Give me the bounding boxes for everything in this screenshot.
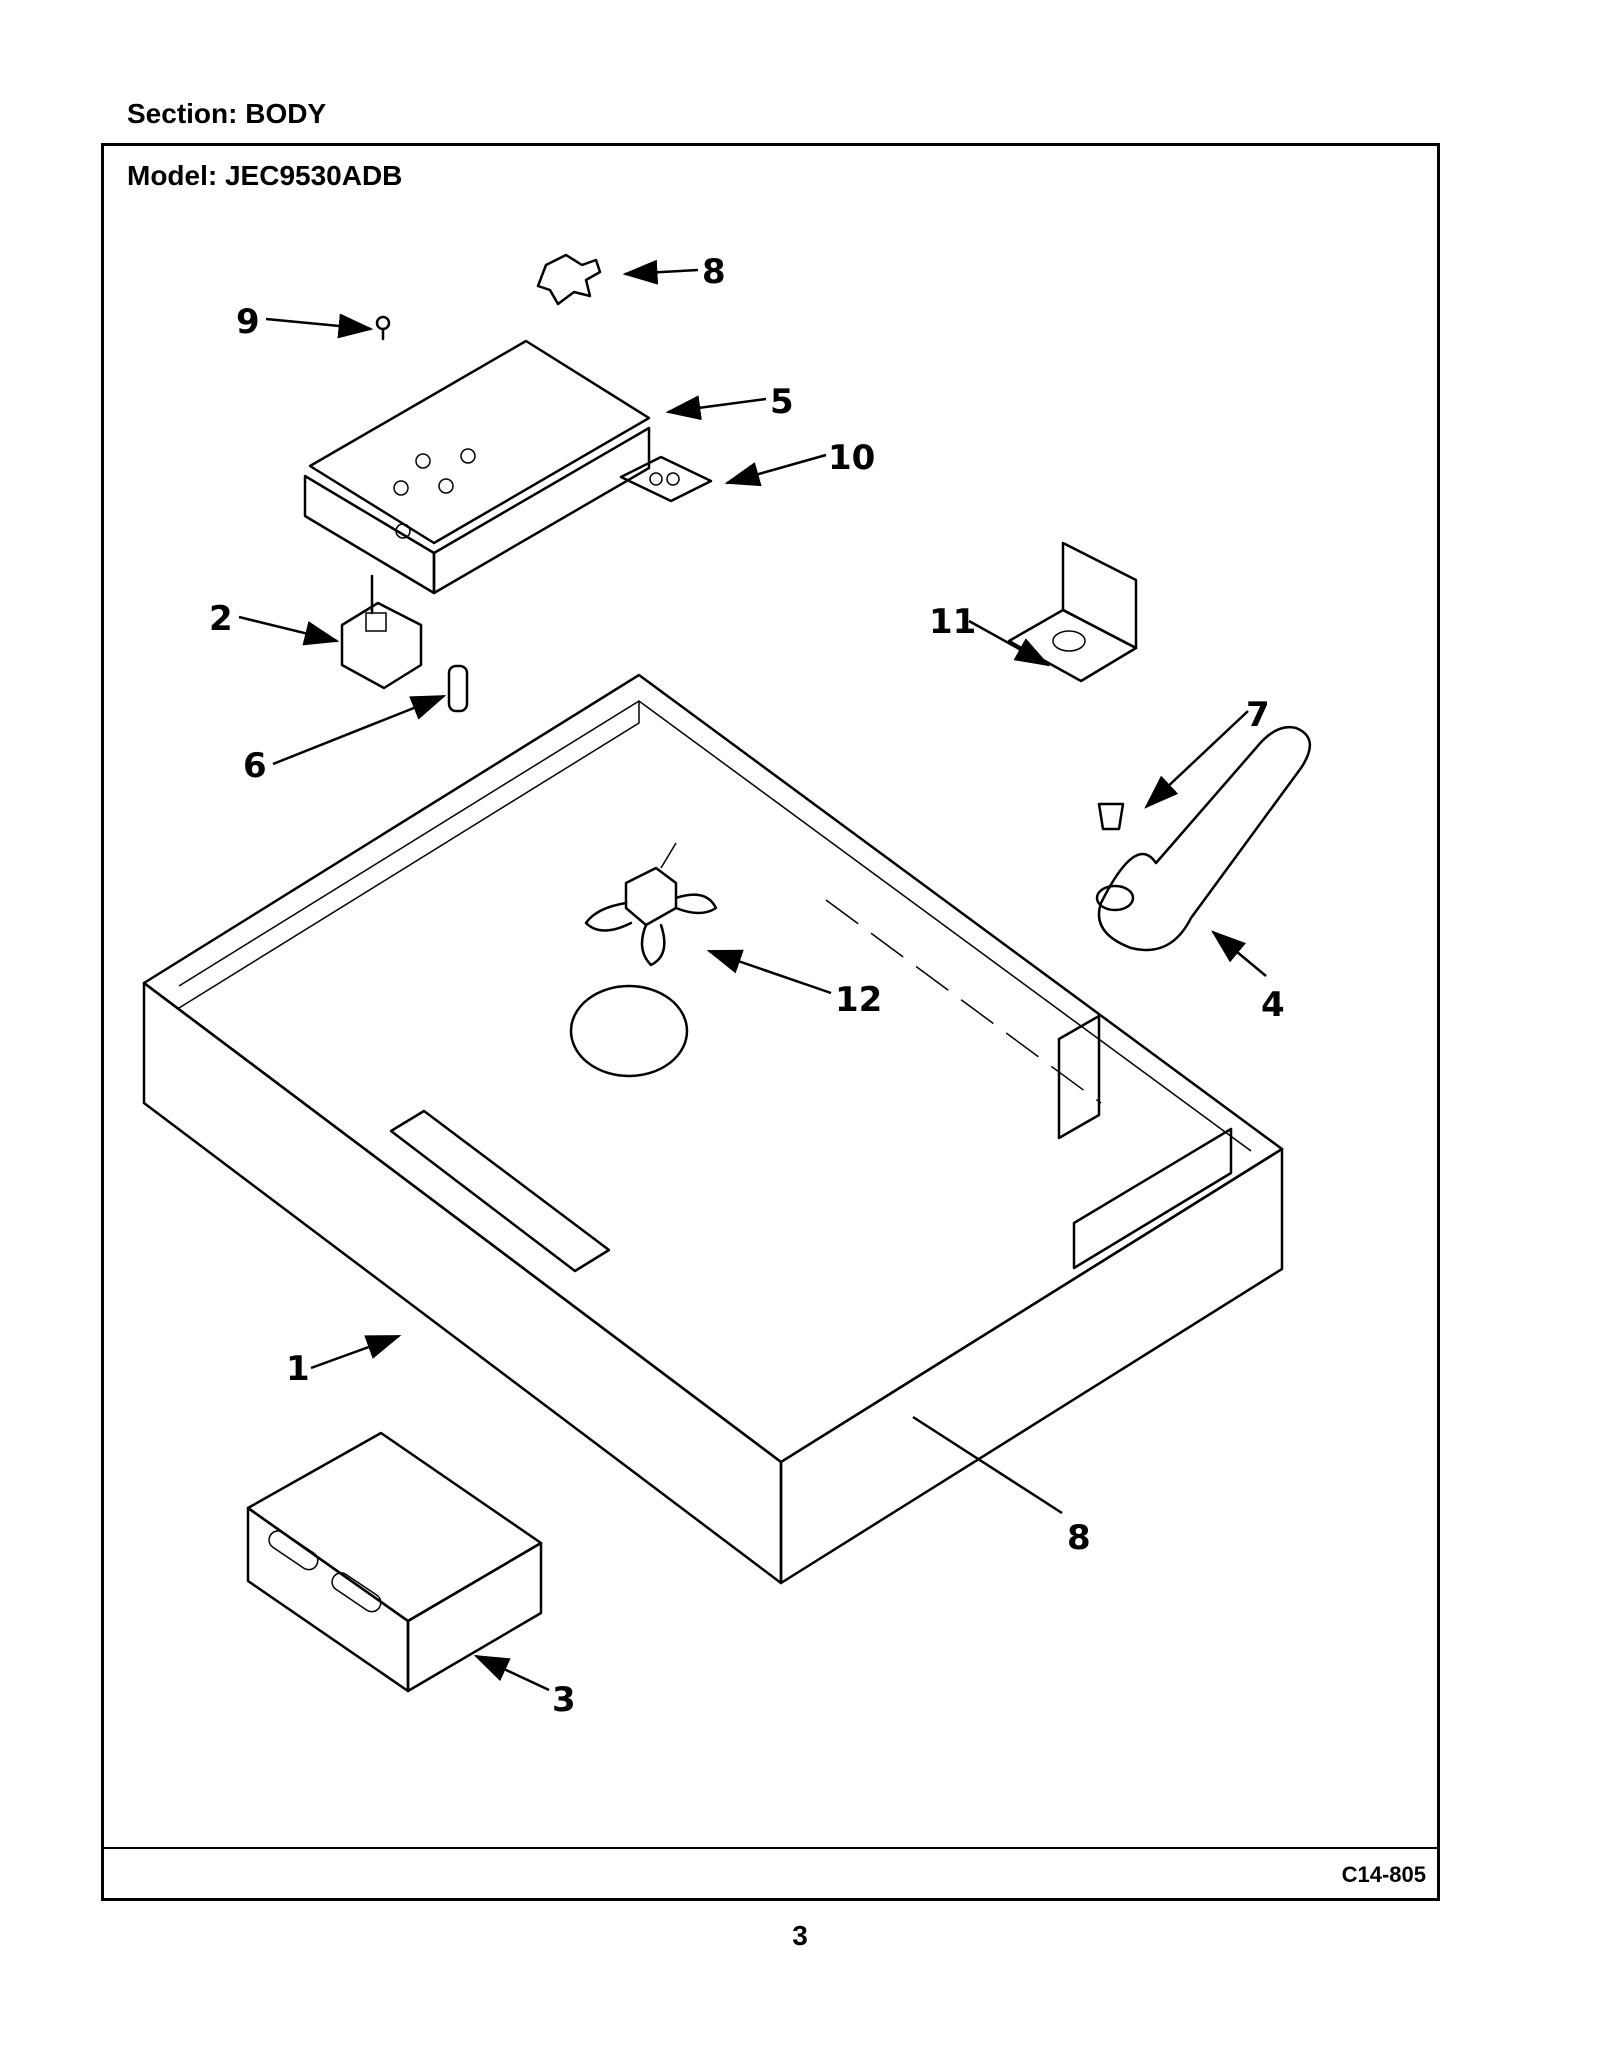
svg-text:2: 2 <box>209 599 233 639</box>
page-number: 3 <box>792 1920 808 1951</box>
svg-text:11: 11 <box>929 602 976 642</box>
svg-text:12: 12 <box>835 980 882 1020</box>
callout-8-top: 8 <box>622 252 726 292</box>
callout-12: 12 <box>706 949 882 1020</box>
retainer-clip-part <box>536 253 602 306</box>
angle-bracket-part <box>1007 541 1138 683</box>
callout-1: 1 <box>286 1334 402 1389</box>
exploded-parts-diagram: 1 2 3 4 5 6 7 8 8 9 10 11 <box>142 252 1311 1720</box>
svg-text:3: 3 <box>552 1680 576 1720</box>
storage-drawer-part <box>246 1431 543 1693</box>
model-title: Model: JEC9530ADB <box>127 160 403 191</box>
callout-4: 4 <box>1211 930 1285 1025</box>
svg-text:9: 9 <box>236 302 260 342</box>
body-pan-part <box>142 673 1284 1585</box>
screw-part <box>375 315 391 341</box>
callout-8-bottom: 8 <box>912 1415 1091 1558</box>
svg-text:4: 4 <box>1261 985 1285 1025</box>
igniter-part <box>447 664 469 713</box>
section-title: Section: BODY <box>127 98 327 129</box>
svg-text:7: 7 <box>1246 695 1270 735</box>
callout-7: 7 <box>1144 695 1270 809</box>
svg-text:1: 1 <box>286 1349 310 1389</box>
footer-divider <box>101 1847 1440 1849</box>
callout-3: 3 <box>473 1654 576 1720</box>
callout-6: 6 <box>243 694 447 786</box>
svg-text:10: 10 <box>828 438 875 478</box>
svg-text:8: 8 <box>1067 1518 1091 1558</box>
callout-11: 11 <box>929 602 1051 667</box>
diagram-frame <box>101 143 1440 1901</box>
switch-part <box>340 574 423 690</box>
svg-text:8: 8 <box>702 252 726 292</box>
callout-5: 5 <box>665 382 794 422</box>
callout-2: 2 <box>209 599 340 646</box>
fan-motor-part <box>584 842 718 967</box>
control-bracket-part <box>303 339 651 595</box>
document-code: C14-805 <box>1341 1862 1426 1887</box>
grommet-part <box>1097 802 1125 831</box>
callout-9: 9 <box>236 302 374 342</box>
svg-text:6: 6 <box>243 746 267 786</box>
svg-text:5: 5 <box>770 382 794 422</box>
gasket-part <box>619 455 713 503</box>
vent-hose-part <box>1095 725 1311 952</box>
callout-10: 10 <box>724 438 875 487</box>
